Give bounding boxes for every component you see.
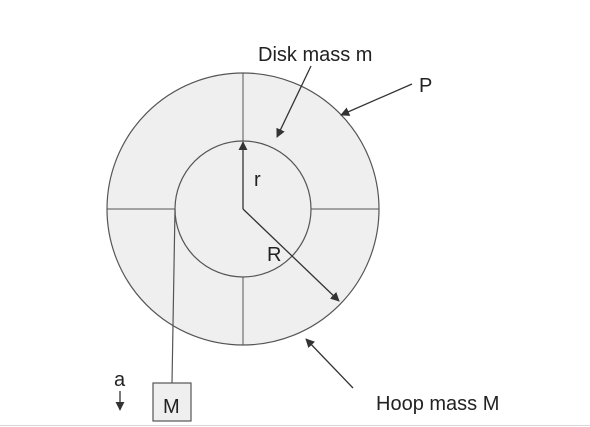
hanging-mass-box [152, 382, 192, 422]
inner-radius-label: r [254, 169, 261, 191]
hanging-mass-label: M [163, 396, 180, 418]
point-p-pointer-arrow [340, 83, 413, 116]
hanging-string [171, 208, 176, 384]
outer-radius-label: R [267, 244, 281, 266]
radius-R-arrow [242, 208, 340, 302]
disk-mass-label: Disk mass m [258, 44, 372, 66]
bottom-divider [0, 425, 590, 426]
acceleration-label: a [114, 369, 126, 391]
hoop-mass-pointer-arrow [305, 338, 354, 389]
hoop-mass-label: Hoop mass M [376, 393, 499, 415]
point-p-label: P [419, 75, 432, 97]
disk-mass-pointer-arrow [276, 65, 312, 138]
